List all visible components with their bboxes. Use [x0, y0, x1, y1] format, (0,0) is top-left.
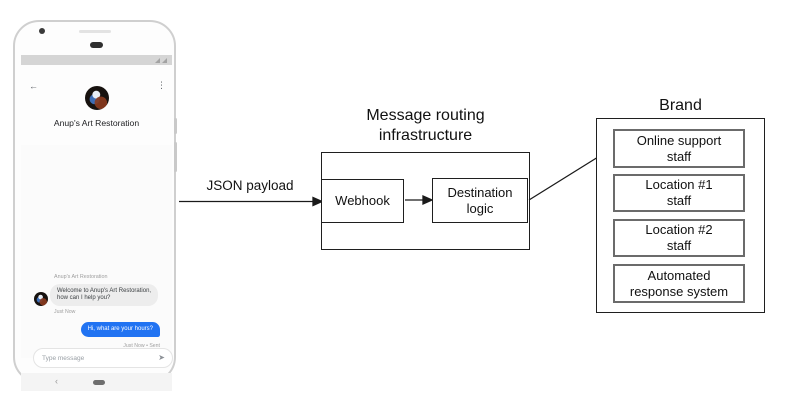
- back-arrow-icon[interactable]: ←: [29, 81, 38, 91]
- signal-icon: [155, 58, 160, 63]
- phone-frame: ← ⋮ Anup's Art Restoration Anup's Art Re…: [13, 20, 177, 391]
- arrowhead-phone-to-webhook: [312, 196, 324, 207]
- status-bar: [21, 55, 172, 65]
- incoming-message-bubble: Welcome to Anup's Art Restoration, how c…: [50, 284, 159, 306]
- battery-icon: [162, 58, 167, 63]
- sender-label: Anup's Art Restoration: [54, 274, 108, 280]
- webhook-box: Webhook: [321, 179, 404, 223]
- send-icon[interactable]: ➤: [158, 353, 165, 362]
- power-button: [174, 118, 177, 134]
- volume-button: [174, 142, 177, 172]
- speaker-slot: [79, 30, 111, 33]
- earpiece: [90, 42, 103, 48]
- front-camera-icon: [39, 28, 45, 34]
- brand-item-location-1-staff: Location #1 staff: [613, 174, 745, 212]
- conversation-title: Anup's Art Restoration: [53, 118, 140, 128]
- outgoing-timestamp: Just Now • Sent: [123, 343, 160, 349]
- brand-item-online-support-staff: Online support staff: [613, 129, 745, 168]
- brand-item-location-2-staff: Location #2 staff: [613, 219, 745, 257]
- message-avatar: [34, 292, 48, 306]
- message-composer: ➤: [33, 348, 173, 368]
- android-nav-bar: ‹: [21, 373, 172, 391]
- routing-infrastructure-title: Message routing infrastructure: [366, 107, 485, 144]
- brand-box: Online support staff Location #1 staff L…: [596, 118, 765, 313]
- brand-item-automated-response-system: Automated response system: [613, 264, 745, 303]
- conversation-header: ← ⋮ Anup's Art Restoration: [21, 65, 172, 145]
- arrow-destination-to-brand: [528, 152, 605, 201]
- more-options-icon[interactable]: ⋮: [157, 80, 166, 90]
- brand-avatar: [85, 86, 109, 110]
- destination-logic-box: Destination logic: [432, 178, 528, 223]
- arrowhead-webhook-to-destination: [422, 194, 434, 206]
- phone-screen: ← ⋮ Anup's Art Restoration Anup's Art Re…: [21, 55, 173, 391]
- brand-title: Brand: [659, 97, 702, 114]
- outgoing-message-bubble: Hi, what are your hours?: [80, 322, 160, 337]
- incoming-timestamp: Just Now: [54, 309, 76, 315]
- home-button[interactable]: [93, 380, 105, 385]
- nav-back-icon[interactable]: ‹: [55, 376, 58, 386]
- message-input[interactable]: [34, 354, 159, 362]
- json-payload-label: JSON payload: [206, 178, 294, 193]
